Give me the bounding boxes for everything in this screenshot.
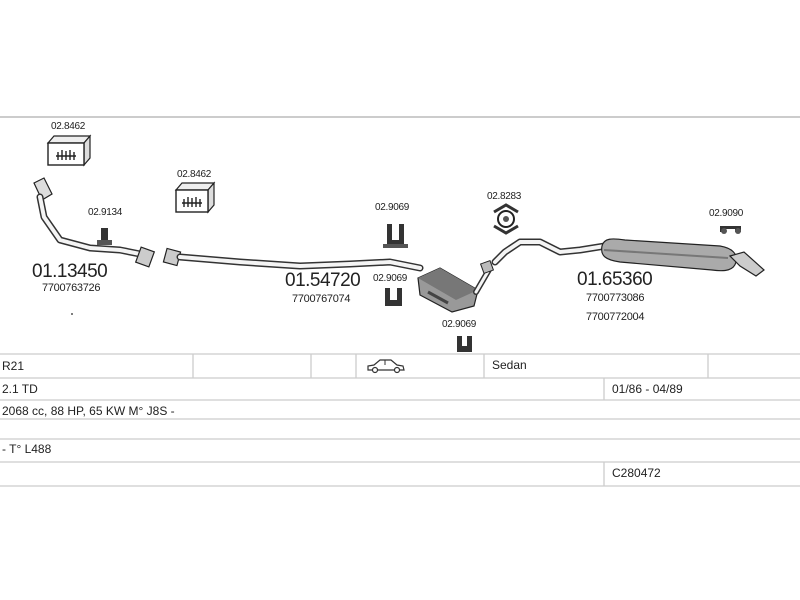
mount-1-number: 02.9069	[375, 202, 410, 213]
mount-2-number: 02.9069	[373, 273, 408, 284]
kit-a-number: 02.8462	[51, 121, 86, 132]
engine-cell: 2.1 TD	[2, 382, 38, 396]
front-pipe	[33, 177, 156, 268]
ring-number: 02.8283	[487, 191, 522, 202]
mount-3-number: 02.9069	[442, 319, 477, 330]
rear-silencer-number: 01.65360	[577, 269, 653, 290]
rubber-mount-icon	[457, 336, 472, 352]
note-cell: - T° L488	[2, 442, 52, 456]
body-type-cell: Sedan	[492, 358, 527, 372]
model-cell: R21	[2, 359, 25, 373]
middle-pipe	[162, 247, 495, 313]
sedan-car-icon	[367, 359, 405, 374]
vehicle-table-grid	[0, 353, 800, 487]
rubber-mount-icon	[385, 288, 402, 306]
rear-silencer-oe-2: 7700772004	[586, 311, 645, 323]
years-cell: 01/86 - 04/89	[612, 382, 683, 396]
middle-pipe-oe-number: 7700767074	[292, 293, 351, 305]
rear-silencer	[491, 238, 765, 277]
rubber-mount-icon	[383, 224, 408, 248]
middle-pipe-number: 01.54720	[285, 270, 361, 291]
clamp-icon	[97, 228, 112, 245]
rear-mount-icon	[720, 226, 741, 234]
kit-b-number: 02.8462	[177, 169, 212, 180]
marker-dot	[71, 313, 73, 315]
rear-mount-number: 02.9090	[709, 208, 744, 219]
front-pipe-number: 01.13450	[32, 261, 108, 282]
code-cell: C280472	[612, 466, 661, 480]
clamp-number: 02.9134	[88, 207, 123, 218]
rear-silencer-oe-1: 7700773086	[586, 292, 645, 304]
hardware-kit-box-icon	[174, 181, 216, 214]
rubber-ring-icon	[493, 203, 519, 235]
spec-cell: 2068 cc, 88 HP, 65 KW M° J8S -	[2, 404, 175, 418]
front-pipe-oe-number: 7700763726	[42, 282, 101, 294]
hardware-kit-box-icon	[46, 134, 92, 167]
